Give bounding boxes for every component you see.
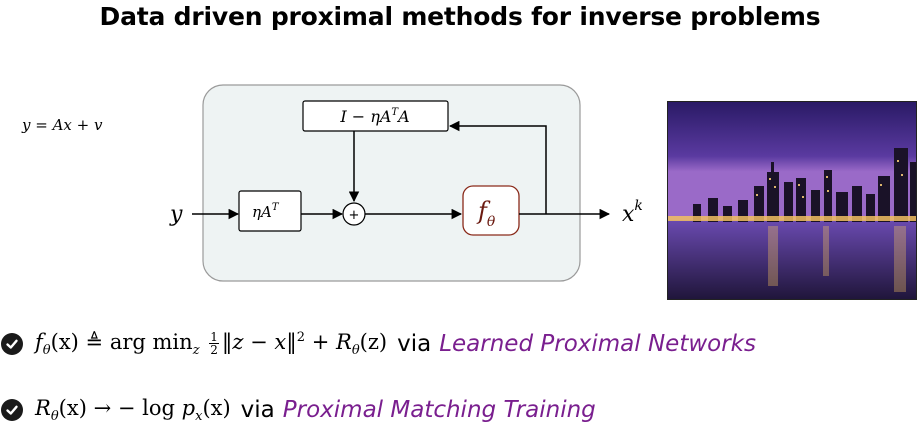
feedback-block-label: I − ηATA (339, 107, 409, 126)
output-xk-label: xk (622, 198, 643, 227)
check-circle-icon (1, 399, 23, 422)
slide-title: Data driven proximal methods for inverse… (99, 2, 821, 31)
forward-model-equation: y = Ax + v (22, 116, 103, 134)
method-proximal-matching-training: Proximal Matching Training (282, 397, 596, 424)
check-circle-icon (1, 333, 23, 356)
step-block-label: ηAT (252, 202, 280, 221)
feedback-block (302, 100, 449, 132)
proximal-iteration-diagram: y ηAT + I − ηATA fθ xk (169, 84, 643, 282)
via-text: via (240, 397, 275, 424)
city-skyline-photo (667, 101, 917, 300)
bullet-proximal-matching-training: Rθ(x) → − log px(x) via Proximal Matchin… (0, 396, 596, 424)
city-skyline-image (668, 102, 916, 299)
sum-symbol: + (349, 208, 360, 223)
step-block (238, 190, 302, 232)
method-learned-proximal-networks: Learned Proximal Networks (439, 331, 756, 358)
prox-network-block (462, 185, 520, 236)
via-text: via (397, 331, 432, 358)
regularizer-formula: Rθ(x) → − log px(x) (35, 396, 231, 425)
feedback-loop-line (448, 120, 547, 214)
input-y-label: y (169, 202, 183, 227)
